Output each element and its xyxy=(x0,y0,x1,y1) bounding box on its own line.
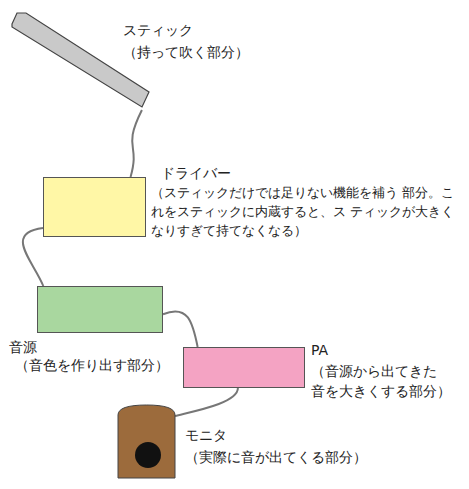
part-name: PA xyxy=(311,340,371,360)
speaker-cabinet xyxy=(118,405,175,478)
driver-box: ドライバー（スティックだけでは足りない機能を補う 部分。これをスティックに内蔵す… xyxy=(43,177,146,237)
sound-source-box: 音源（音色を作り出す部分） xyxy=(37,286,163,333)
part-description: （実際に音が出てくる部分） xyxy=(185,447,395,467)
part-description: （スティックだけでは足りない機能を補う 部分。これをスティックに内蔵すると、ス … xyxy=(151,183,464,240)
part-name: モニタ xyxy=(185,425,305,445)
stick-part: スティック（持って吹く部分） xyxy=(8,10,152,110)
part-name: スティック xyxy=(123,20,323,40)
monitor-speaker: モニタ（実際に音が出てくる部分） xyxy=(118,405,175,478)
speaker-shape xyxy=(118,405,175,478)
cable xyxy=(23,228,43,286)
pa-box: PA（音源から出てきた 音を大きくする部分） xyxy=(183,347,305,388)
part-description: （持って吹く部分） xyxy=(123,42,323,62)
cable xyxy=(131,110,142,177)
part-description: （音源から出てきた 音を大きくする部分） xyxy=(311,361,453,401)
speaker-cone xyxy=(135,442,161,468)
part-name: 音源 xyxy=(9,337,109,357)
cable xyxy=(175,388,238,416)
cable xyxy=(163,311,198,347)
part-name: ドライバー xyxy=(161,163,361,183)
